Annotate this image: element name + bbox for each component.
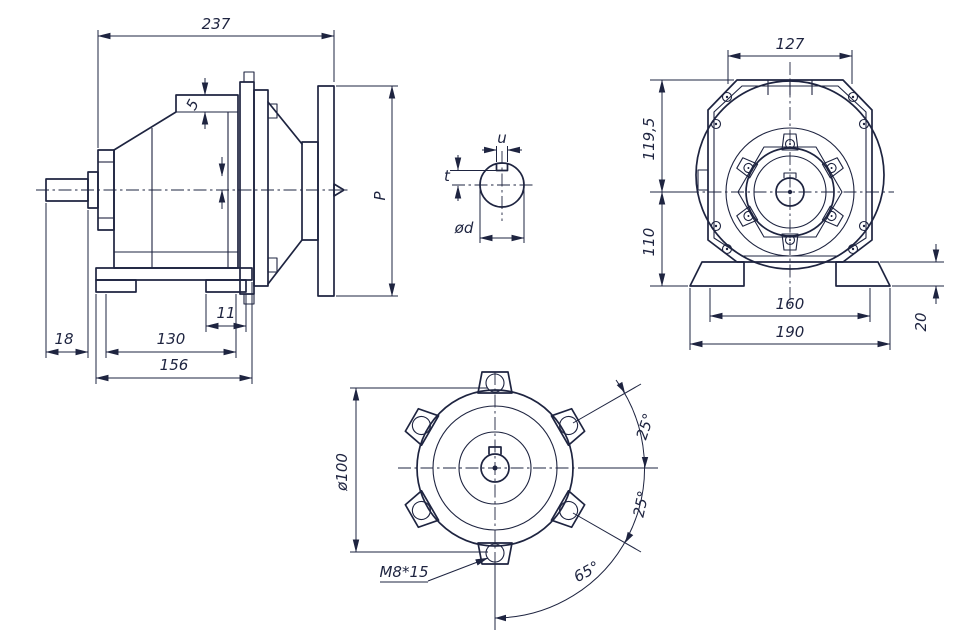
dim-label-156: 156 (160, 356, 189, 374)
side-tab (697, 169, 709, 191)
flange-view: ø100 M8*15 25° 25° 65° (333, 371, 658, 630)
frame-top-ticks (767, 80, 813, 95)
dim-label-119-5: 119,5 (640, 118, 658, 161)
output-bore (480, 453, 510, 483)
dim-label-thread: M8*15 (379, 563, 428, 581)
shaft-circle (479, 162, 525, 208)
dim-label-237: 237 (202, 15, 231, 33)
gear-housing (113, 94, 239, 269)
flange-outer-circle (416, 389, 574, 547)
dim-label-od: ød (454, 219, 474, 237)
dim-od: ød (454, 187, 525, 243)
dim-18: 18 (45, 203, 89, 358)
angle-arc (494, 379, 645, 619)
dim-110: 110 (640, 191, 688, 287)
dim-label-65: 65° (571, 557, 603, 586)
side-view (36, 71, 348, 305)
shaft-section-view: u t ød (444, 129, 536, 243)
dim-label-5: 5 (182, 96, 202, 113)
dim-d100: ø100 (333, 387, 488, 553)
dim-label-190: 190 (776, 323, 805, 341)
front-view (686, 62, 894, 306)
dim-label-110: 110 (640, 228, 658, 257)
front-view-dimensions: 127 119,5 110 160 190 (640, 35, 944, 350)
dim-156: 156 (95, 282, 253, 384)
dim-label-160: 160 (776, 295, 805, 313)
dim-119-5: 119,5 (640, 79, 734, 193)
frame-octagon-inner (713, 85, 867, 257)
dim-label-130: 130 (157, 330, 186, 348)
dim-160: 160 (709, 288, 871, 322)
dim-label-25-upper: 25° (633, 411, 658, 442)
dim-label-18: 18 (54, 330, 73, 348)
dim-237: 237 (97, 15, 335, 148)
flange-raised-face (432, 405, 558, 531)
side-view-dimensions: 237 P 5 11 18 (45, 15, 398, 384)
dim-label-p: P (371, 191, 389, 201)
dim-label-u: u (497, 129, 507, 147)
shaft-pilot-tip (333, 183, 345, 197)
front-flange (725, 127, 855, 257)
dim-label-11: 11 (216, 304, 235, 322)
bore-keyway (488, 446, 502, 455)
dim-127: 127 (727, 35, 853, 84)
dim-130: 130 (105, 294, 237, 358)
dim-p: P (336, 85, 398, 297)
front-keyway (783, 172, 797, 178)
dim-label-25-lower: 25° (630, 489, 653, 519)
corner-screws (710, 91, 870, 255)
dim-label-d100: ø100 (333, 453, 351, 492)
dim-label-127: 127 (776, 35, 805, 53)
keyway-slot (495, 162, 509, 172)
dim-label-t: t (444, 167, 451, 185)
dim-11: 11 (205, 294, 247, 332)
angle-dimensions: 25° 25° 65° (494, 379, 658, 630)
dim-label-20: 20 (912, 312, 930, 331)
dim-20: 20 (880, 244, 944, 332)
dim-5: 5 (178, 78, 214, 129)
mounting-base (95, 267, 253, 293)
flange-spigot-circle (458, 431, 532, 505)
motor-flange-stack (239, 71, 345, 305)
dim-190: 190 (689, 288, 891, 350)
dim-thread-callout: M8*15 (379, 557, 489, 583)
front-feet (689, 261, 891, 287)
dim-t: t (444, 155, 497, 201)
dim-u: u (482, 129, 522, 162)
